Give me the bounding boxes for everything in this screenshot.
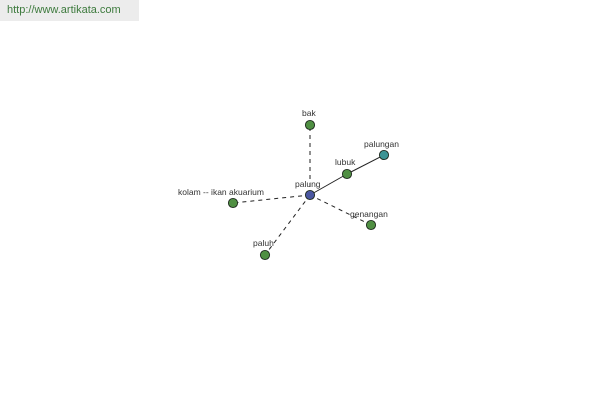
edge-palung-lubuk	[309, 173, 348, 196]
node-label-palungan: palungan	[364, 139, 399, 149]
node-label-lubuk: lubuk	[335, 157, 356, 167]
edge-palung-genangan	[309, 194, 372, 226]
graph-labels: bak lubuk palungan kolam -- ikan akuarium ge…	[178, 108, 399, 248]
node-bak[interactable]	[304, 119, 316, 131]
watermark-url[interactable]: http://www.artikata.com	[7, 4, 121, 16]
node-label-bak: bak	[302, 108, 316, 118]
edge-lubuk-palungan	[346, 154, 385, 175]
graph-edges	[232, 125, 385, 256]
graph-nodes	[227, 119, 390, 261]
node-paluh[interactable]	[259, 249, 271, 261]
node-palungan[interactable]	[378, 149, 390, 161]
node-genangan[interactable]	[365, 219, 377, 231]
node-palung[interactable]	[304, 189, 316, 201]
node-label-paluh: paluh	[253, 238, 274, 248]
node-label-kolam: kolam -- ikan akuarium	[178, 187, 264, 197]
node-kolam[interactable]	[227, 197, 239, 209]
node-lubuk[interactable]	[341, 168, 353, 180]
node-label-genangan: genangan	[350, 209, 388, 219]
watermark-bar: http://www.artikata.com	[0, 0, 139, 21]
node-label-palung: palung	[295, 179, 321, 189]
edge-palung-kolam	[232, 194, 311, 204]
